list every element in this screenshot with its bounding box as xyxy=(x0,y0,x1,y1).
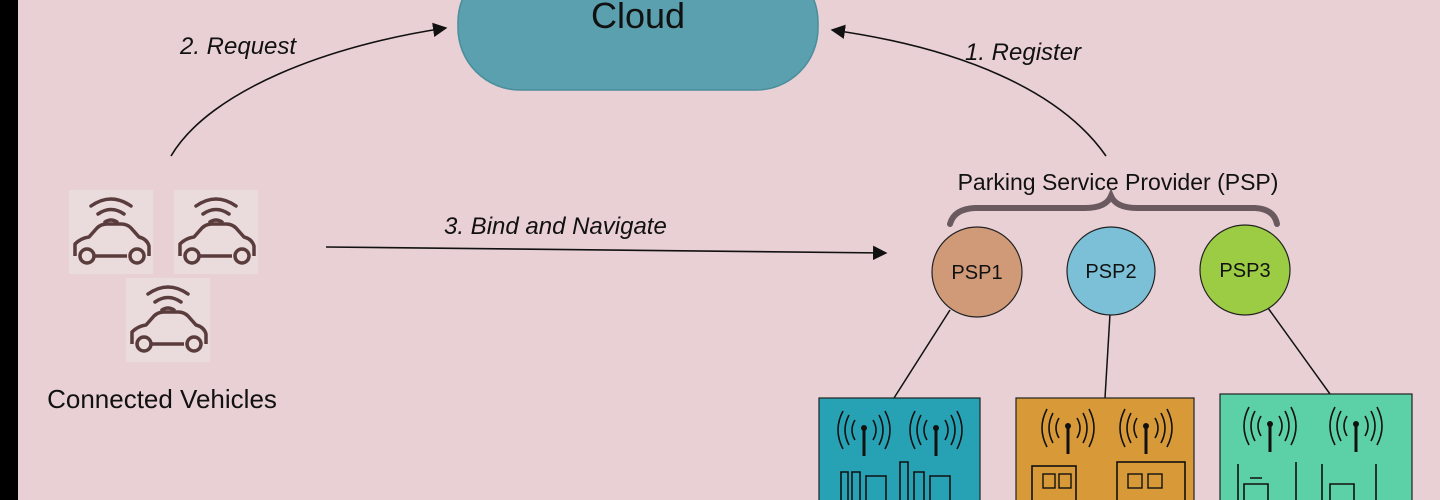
request-label: 2. Request xyxy=(179,33,297,60)
cloud-node xyxy=(457,0,819,91)
psp-group-label: Parking Service Provider (PSP) xyxy=(958,169,1279,195)
psp3-node: PSP3 xyxy=(1199,224,1291,316)
connected-vehicles-label: Connected Vehicles xyxy=(47,384,277,414)
psp3-circle xyxy=(1199,224,1291,316)
psp2-link xyxy=(1104,313,1111,399)
psp3-label: PSP3 xyxy=(1219,260,1270,282)
car-wifi-icon xyxy=(124,276,212,364)
psp-brace xyxy=(947,188,1280,227)
car-wifi-icon xyxy=(172,188,260,276)
bind-navigate-label: 3. Bind and Navigate xyxy=(444,213,667,240)
psp2-node: PSP2 xyxy=(1066,226,1156,316)
request-arrow xyxy=(170,22,448,157)
psp2-label: PSP2 xyxy=(1085,261,1136,283)
psp1-circle xyxy=(931,226,1023,318)
parking-building-1 xyxy=(818,397,981,500)
psp1-label: PSP1 xyxy=(951,262,1002,284)
bind-navigate-arrow xyxy=(325,245,888,261)
psp1-link xyxy=(893,309,951,399)
parking-building-3 xyxy=(1219,393,1413,500)
car-wifi-icon xyxy=(67,188,155,276)
psp1-node: PSP1 xyxy=(931,226,1023,318)
register-arrow xyxy=(830,24,1107,157)
register-label: 1. Register xyxy=(965,39,1082,66)
psp2-circle xyxy=(1066,226,1156,316)
parking-building-2 xyxy=(1015,397,1195,500)
cloud-label: Cloud xyxy=(591,0,685,36)
psp3-link xyxy=(1267,307,1331,395)
